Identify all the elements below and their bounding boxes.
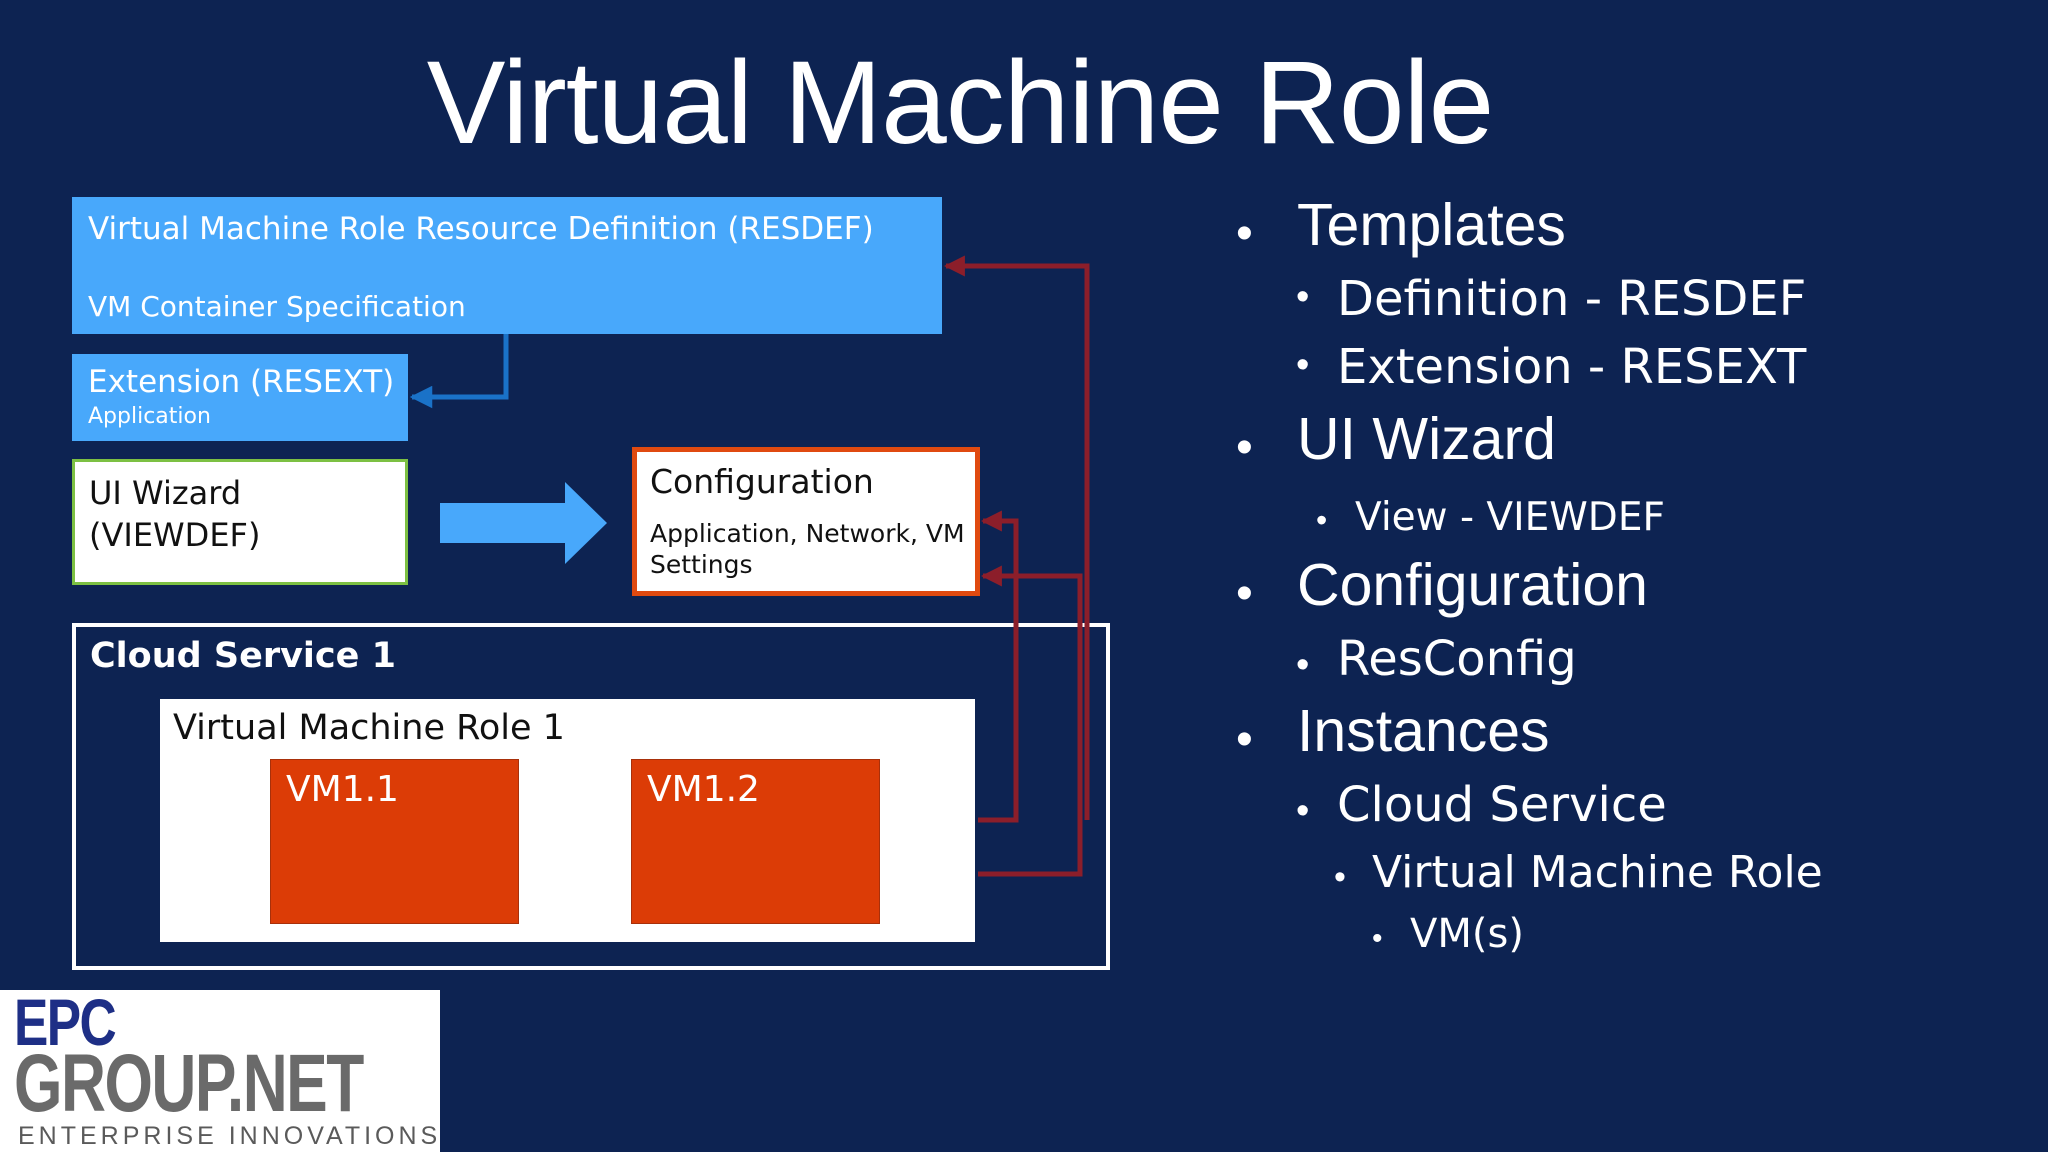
logo-text-group: GROUP.NET bbox=[14, 1038, 364, 1129]
bullet-vm-role: Virtual Machine Role bbox=[1372, 847, 1823, 898]
vm-to-configuration-connector bbox=[978, 565, 1083, 877]
bullet-resconfig: ResConfig bbox=[1337, 631, 1577, 687]
bullet-cloud-service: Cloud Service bbox=[1337, 777, 1667, 833]
bullet-dot: • bbox=[1296, 344, 1310, 386]
resext-title: Extension (RESEXT) bbox=[88, 364, 395, 400]
bullet-extension: Extension - RESEXT bbox=[1337, 339, 1807, 395]
vm-label: VM1.2 bbox=[647, 769, 760, 810]
configuration-box: Configuration Application, Network, VM S… bbox=[632, 447, 980, 596]
logo-text-epc: EPC bbox=[14, 985, 117, 1059]
logo-tagline: ENTERPRISE INNOVATIONS bbox=[18, 1122, 442, 1150]
instances-to-resdef-connector bbox=[943, 255, 1090, 820]
cloud-service-title: Cloud Service 1 bbox=[90, 636, 396, 676]
configuration-subtitle-line1: Application, Network, VM bbox=[650, 519, 965, 548]
vm-role-title: Virtual Machine Role 1 bbox=[173, 708, 565, 748]
resext-box: Extension (RESEXT) Application bbox=[72, 354, 408, 441]
bullet-templates: Templates bbox=[1297, 192, 1566, 258]
bullet-ui-wizard: UI Wizard bbox=[1297, 406, 1556, 472]
resdef-title: Virtual Machine Role Resource Definition… bbox=[88, 211, 874, 247]
vm-to-configuration-connector bbox=[978, 510, 1019, 823]
vm-label: VM1.1 bbox=[286, 769, 399, 810]
ui-wizard-box: UI Wizard (VIEWDEF) bbox=[72, 459, 408, 585]
configuration-title: Configuration bbox=[650, 462, 874, 501]
resext-subtitle: Application bbox=[88, 404, 211, 429]
bullet-dot: • bbox=[1236, 207, 1253, 260]
bullet-dot: • bbox=[1236, 421, 1253, 474]
bullet-instances: Instances bbox=[1297, 698, 1550, 764]
company-logo: EPC GROUP.NET ENTERPRISE INNOVATIONS bbox=[0, 985, 442, 1152]
bullet-dot: • bbox=[1236, 567, 1253, 620]
resdef-to-resext-connector bbox=[409, 334, 509, 409]
bullet-dot: • bbox=[1316, 502, 1328, 538]
ui-wizard-subtitle: (VIEWDEF) bbox=[89, 516, 261, 554]
ui-wizard-title: UI Wizard bbox=[89, 474, 242, 512]
bullet-configuration: Configuration bbox=[1297, 552, 1648, 618]
bullet-dot: • bbox=[1296, 644, 1310, 686]
wizard-to-configuration-arrow bbox=[440, 482, 607, 564]
bullet-dot: • bbox=[1372, 922, 1383, 955]
resdef-subtitle: VM Container Specification bbox=[88, 290, 466, 323]
configuration-subtitle-line2: Settings bbox=[650, 550, 753, 579]
bullet-dot: • bbox=[1334, 858, 1346, 896]
bullet-dot: • bbox=[1296, 790, 1310, 832]
bullet-view: View - VIEWDEF bbox=[1355, 495, 1665, 540]
bullet-definition: Definition - RESDEF bbox=[1337, 271, 1807, 327]
bullet-dot: • bbox=[1296, 276, 1310, 318]
bullet-dot: • bbox=[1236, 713, 1253, 766]
vm-box: VM1.1 bbox=[270, 759, 519, 924]
resdef-box: Virtual Machine Role Resource Definition… bbox=[72, 197, 942, 334]
cloud-service-box: Cloud Service 1 bbox=[72, 623, 1110, 970]
bullet-vms: VM(s) bbox=[1410, 911, 1524, 957]
slide-title: Virtual Machine Role bbox=[426, 37, 1495, 169]
vm-box: VM1.2 bbox=[631, 759, 880, 924]
